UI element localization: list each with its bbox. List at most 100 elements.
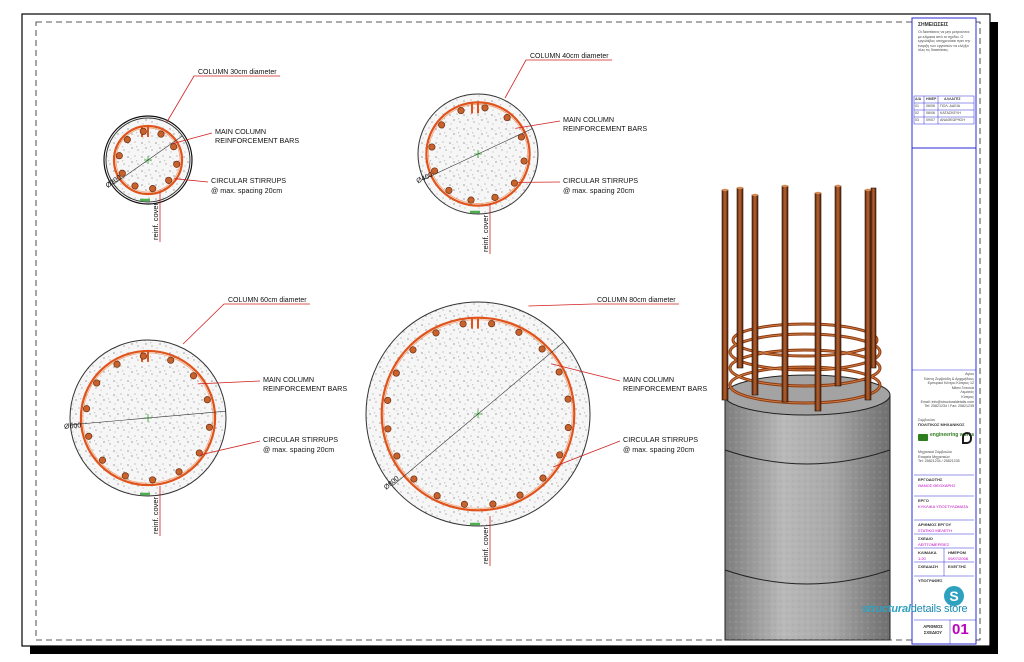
rebar-dot [556,451,564,459]
rebar-dot [165,176,173,184]
dimension-line [423,128,533,180]
owner-heading: ΕΡΓΟΔΟΤΗΣ [918,477,943,482]
rebar-dot [123,136,131,144]
bars-label-1: MAIN COLUMN [263,375,314,384]
rebar-dot [139,127,147,135]
sheet-no-label: ΑΡΙΘΜΟΣ ΣΧΕΔΙΟΥ [918,624,948,636]
rebar-dot [510,179,518,187]
rebar-dot [459,320,467,328]
rebar-dot [392,369,400,377]
rebar-dot [515,328,523,336]
scale-value: 1:20 [918,556,926,561]
logo-text: engineering works [930,432,975,438]
rev-header-no: Α/Α [915,97,922,101]
stirrups-label-2: @ max. spacing 20cm [263,445,334,454]
drawing-no-value: ΣΤΑΤΙΚΟ ΜΕΛΕΤΗ [918,528,952,533]
stirrups-label-1: CIRCULAR STIRRUPS [263,435,338,444]
cover-label: reinf. cover [481,526,490,564]
rebar-dot [489,500,497,508]
address-line: Μέσα Γειτονιά [951,385,974,390]
rebar-dot [520,157,528,165]
rebar-dot [457,107,465,115]
rebar-dot [428,143,436,151]
rebar-dot [170,143,178,151]
rebar-dot [205,423,213,431]
rev-3-date: 09/07 [926,118,935,122]
bars-leader [550,363,621,382]
rebar-dot [409,346,417,354]
brand-word-1: structural [862,603,911,615]
rebar-dot [410,475,418,483]
bars-leader [197,380,261,385]
rebar-dot [83,405,91,413]
engineer-small: Σύμβουλοι [918,418,935,422]
rebar-dot [149,476,157,484]
title-block-rows [914,474,976,644]
column-outline [103,115,193,205]
sheet-no-label-2: ΣΧΕΔΙΟΥ [923,630,943,635]
bars-leader [171,132,213,145]
rev-2-change: ΚΑΤΑΣΚΕΥΗ [940,111,961,115]
date-heading: ΗΜΕΡΟΜ [948,550,966,555]
address-line: Γιάννη Ζερβούδη & Αρχιμήδους [923,376,974,381]
stirrup-ring [380,316,576,512]
logo-mark-icon [918,434,928,441]
stirrups-label-1: CIRCULAR STIRRUPS [623,435,698,444]
section-title: COLUMN 80cm diameter [597,297,676,304]
date-value: 09/07/2008 [948,556,969,561]
brand-wordmark: structuraldetails store [862,603,968,615]
stirrup-ring [425,101,531,207]
section-title: COLUMN 40cm diameter [530,53,609,60]
stirrups-label-1: CIRCULAR STIRRUPS [563,176,638,185]
rebar-dot [433,492,441,500]
section-title: COLUMN 30cm diameter [198,69,277,76]
scale-heading: ΚΛΙΜΑΚΑ [918,550,937,555]
brand-logo-icon: S [944,586,964,606]
address-line: Email: info@structuraldetails.com [920,399,974,404]
rebar-dot [539,474,547,482]
checked-heading: ΕΛΕΓΞΗΣ [948,564,967,569]
stirrup-hook [471,103,479,114]
bars-label-1: MAIN COLUMN [623,375,674,384]
address-line: Εμπορικό Κέντρο Κύπρος 12 [927,381,974,386]
title-leader [166,75,280,123]
address-line: Κύπρος [961,394,974,399]
bars-label-1: MAIN COLUMN [215,127,266,136]
rebar-dot [503,114,511,122]
rev-3-no: 03 [915,118,919,122]
project-value: ΚΥΚΛΙΚΑ ΥΠΟΣΤΥΛΩΜΑΤΑ [918,504,969,509]
address-line: Tel: 25821234 / Fax: 25821235 [924,404,974,409]
rebar-dot [432,329,440,337]
engineer-info-line: Εταιρεία Μηχανικών [918,454,950,459]
bars-label-2: REINFORCEMENT BARS [263,384,347,393]
rebar-dot [195,449,203,457]
rev-2-no: 02 [915,111,919,115]
signatures-heading: ΥΠΟΓΡΑΦΕΣ [918,578,943,583]
rebar-dot [157,130,165,138]
bars-label-2: REINFORCEMENT BARS [563,124,647,133]
rebar-dot [189,372,198,380]
bars-label-2: REINFORCEMENT BARS [623,384,707,393]
rebar-dot [564,424,572,432]
stirrup-leader [174,178,209,183]
rebar-dot [384,425,392,433]
rev-3-change: ΑΝΑΘΕΩΡΗΣΗ [940,118,966,122]
rebar-dot [481,104,489,112]
notes-heading: ΣΗΜΕΙΩΣΕΙΣ [918,22,949,28]
logo-gear-icon [962,432,972,444]
rebar-dot [491,193,499,201]
title-leader [504,59,612,99]
address-line: Αγίου [965,372,974,376]
rev-1-change: ΠΟΛ. ΑΔΕΙΑ [940,104,961,108]
section-title: COLUMN 60cm diameter [228,297,307,304]
column-3d-illustration [721,184,891,641]
stirrup-ring [79,349,217,487]
sheet-no-label-1: ΑΡΙΘΜΟΣ [923,624,943,629]
rebar-dot [121,472,129,480]
rebar-dot [139,352,147,360]
